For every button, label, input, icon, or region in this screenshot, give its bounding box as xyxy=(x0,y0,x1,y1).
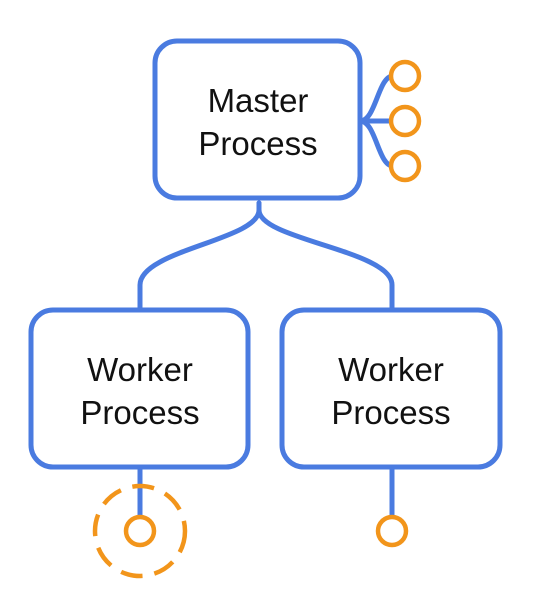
connector-master-to-worker-left xyxy=(137,200,262,313)
worker-process-box-right xyxy=(279,307,503,470)
master-process-node: Master Process xyxy=(152,38,363,201)
worker-process-node-left: Worker Process xyxy=(28,307,251,470)
worker-process-left-label-line2: Process xyxy=(80,394,199,431)
master-process-box xyxy=(152,38,363,201)
master-process-label-line2: Process xyxy=(198,125,317,162)
worker-process-left-label-line1: Worker xyxy=(87,351,193,388)
worker-process-box-left xyxy=(28,307,251,470)
worker-left-port xyxy=(123,514,157,548)
connector-master-to-worker-right xyxy=(256,200,395,313)
connector-master-to-port-top xyxy=(357,73,396,124)
master-port-top xyxy=(388,59,422,93)
connector-master-to-port-bottom xyxy=(357,118,396,169)
worker-process-node-right: Worker Process xyxy=(279,307,503,470)
worker-process-right-label-line1: Worker xyxy=(338,351,444,388)
master-port-middle xyxy=(388,104,422,138)
worker-right-port xyxy=(375,514,409,548)
worker-left-port-halo xyxy=(92,483,188,579)
master-process-label-line1: Master xyxy=(208,82,309,119)
master-port-bottom xyxy=(388,149,422,183)
worker-process-right-label-line2: Process xyxy=(331,394,450,431)
